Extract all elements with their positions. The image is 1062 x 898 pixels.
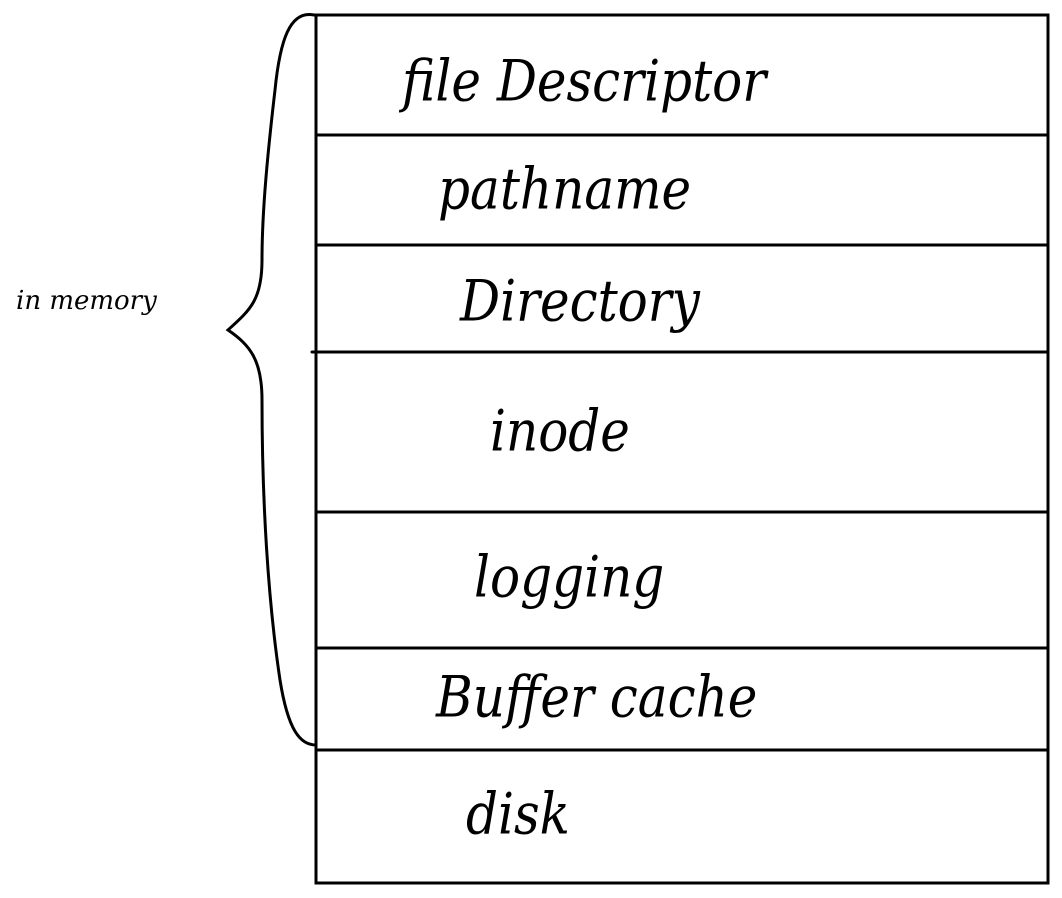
stack-outline [314, 13, 1050, 885]
layer-buffer-cache: Buffer cache [436, 663, 758, 731]
layer-inode: inode [490, 397, 630, 465]
layer-logging: logging [474, 543, 665, 611]
layer-pathname: pathname [438, 155, 692, 223]
layer-file-descriptor: file Descriptor [402, 47, 767, 115]
in-memory-brace [225, 12, 318, 747]
layer-directory: Directory [460, 267, 700, 335]
layer-disk: disk [466, 780, 570, 848]
in-memory-label: in memory [16, 286, 157, 316]
